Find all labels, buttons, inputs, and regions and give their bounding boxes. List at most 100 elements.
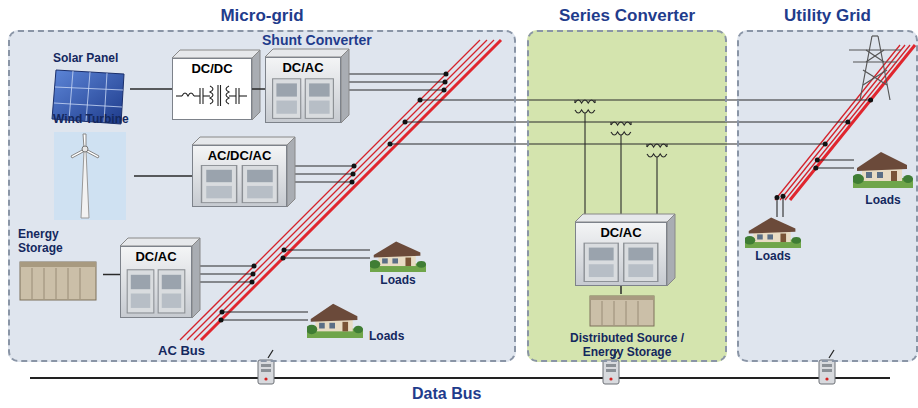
storage-container-picture-part-part [80,268,81,299]
pylon-picture-part [866,50,884,62]
region-panel: Micro-gridSolar PanelDC/DCDC/ACWind Turb… [8,30,516,362]
converter-label: DC/DC [191,62,232,77]
power-connector [252,88,265,90]
junction-dots-part [823,142,828,147]
transformer-symbols-part [666,144,667,147]
server-icon [258,360,274,384]
data-bus-part [829,350,834,358]
wind-turbine-picture-part [81,150,89,218]
pylon-picture-part [866,50,884,62]
converter-cabinets [120,49,675,318]
load-house: Loads [743,212,803,264]
junction-dots-part [781,194,786,199]
converter-cabinets-part [176,85,247,106]
pylon-picture-part [878,36,890,100]
converter-cabinets-part [265,49,349,57]
converter-cabinets-part-part [229,95,236,96]
bus-label: Data Bus [412,385,481,403]
house-pictures-part [852,152,913,188]
junction-dots-part [252,264,257,269]
storage-source: Distributed Source / Energy Storage [545,294,709,360]
junction-dots-part [220,310,225,315]
region-panel: Series ConverterDC/ACDistributed Source … [527,30,727,362]
transformer-symbols-part [575,110,595,113]
junction-dots-part [250,280,255,285]
junction-dots-part [418,98,423,103]
phase-wires-part [776,198,777,218]
solar-panel-picture-part-part [55,87,123,90]
storage-container-picture-part [32,268,80,299]
storage-container-picture-part-part [68,268,69,299]
junction-dots-part [282,248,287,253]
phase-wires-part [221,319,308,320]
transformer-symbols-part [647,154,667,157]
house-pictures-part [369,241,426,272]
converter-cabinets-part [287,137,295,207]
junction-dots-part [281,256,286,261]
converter-cabinets-part [120,238,200,246]
converter-box: DC/AC [120,246,192,318]
pylon-picture-part [863,70,887,85]
power-connector [130,88,172,90]
storage-container-picture-part-part [638,301,639,325]
transformer-symbols-part [594,100,595,103]
phase-wires-part [656,157,657,214]
converter-cabinets-part [341,49,349,123]
wind-turbine-picture-part [54,132,126,220]
transformer-symbols [575,100,667,157]
panel-grounds-part [8,30,516,362]
panel-title: Utility Grid [739,6,916,26]
energy-storage-source: Energy Storage [15,228,103,303]
panel-title: Micro-grid [10,6,514,26]
load-house: Loads [851,148,915,208]
transformer-symbols-part [611,122,631,125]
junction-dots-part [815,158,820,163]
converter-cabinets-part-part [176,95,182,96]
wind-turbine-source: Wind Turbine [50,113,134,223]
pylon-picture [849,36,901,100]
converter-cabinets-part [575,222,667,286]
load-house: Loads [305,300,411,344]
converter-cabinets-part-part [203,95,210,96]
junction-dots-part [403,120,408,125]
phase-wires-part [283,257,370,258]
transformer-symbols-part [575,100,595,103]
panel-grounds-part [737,30,918,362]
source-label: Loads [369,330,404,344]
panel-grounds [8,30,918,362]
phase-wires-part [816,167,854,168]
storage-container-picture-part [590,296,654,326]
phase-wires-part [284,249,370,250]
phase-wires-part [620,135,621,214]
component-label: Shunt Converter [262,32,372,48]
converter-cabinets-part [192,238,200,318]
storage-container-picture-part-part [602,301,603,325]
phase-wires-part [200,281,252,282]
junction-dots-part [443,80,448,85]
converter-cabinets-part-part [210,86,213,104]
converter-label: DC/AC [600,226,641,241]
converter-label: DC/AC [282,61,323,76]
converter-cabinets-part [192,145,287,207]
storage-container-picture-part-part [614,301,615,325]
source-label: Wind Turbine [53,113,129,127]
converter-label: AC/DC/AC [208,149,272,164]
converter-cabinets-part [252,50,260,120]
converter-cabinets-part [192,137,295,145]
converter-label: DC/AC [135,250,176,265]
converter-cabinets-part-part [239,95,247,96]
solar-panel-picture-part-part [54,103,122,107]
source-label: Distributed Source / Energy Storage [561,332,693,360]
phase-wires-part [295,181,352,182]
storage-container-picture-part-part [32,268,33,299]
bus-label: AC Bus [158,344,205,359]
transformer-symbols-part [630,122,631,125]
region-panel: Utility GridLoadsLoads [737,30,918,362]
converter-cabinets-part-part [182,93,194,96]
panel-title: Series Converter [529,6,725,26]
data-bus-part [30,377,890,379]
wind-turbine-picture-part [82,146,88,152]
